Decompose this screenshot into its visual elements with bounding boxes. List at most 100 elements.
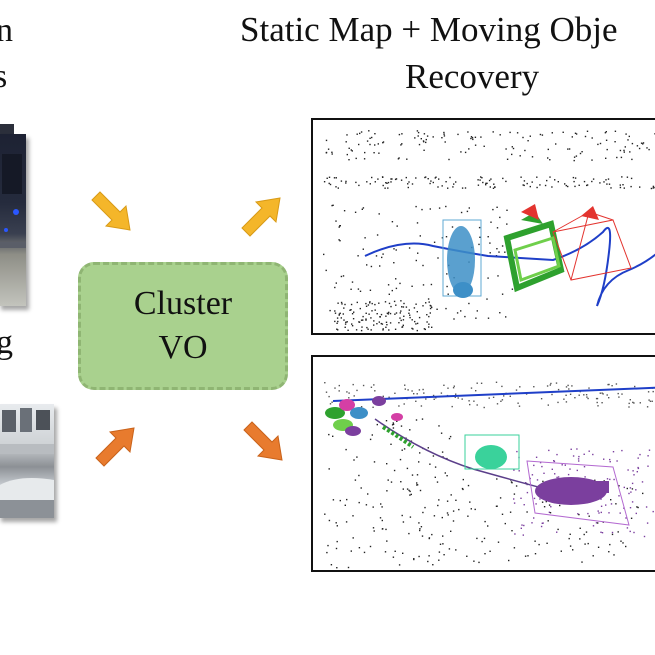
point: [384, 551, 387, 553]
point: [346, 134, 348, 136]
point: [454, 396, 456, 398]
point: [583, 453, 585, 455]
point: [395, 249, 397, 251]
point: [428, 326, 430, 328]
point: [536, 186, 538, 189]
point: [390, 178, 392, 180]
point: [326, 177, 328, 179]
point: [394, 392, 396, 394]
point: [414, 320, 416, 323]
point: [425, 141, 427, 144]
point: [637, 466, 639, 469]
point: [568, 148, 571, 150]
point: [386, 312, 389, 314]
point: [409, 516, 412, 518]
point: [416, 130, 419, 132]
point: [405, 176, 407, 179]
point: [601, 532, 604, 534]
point: [579, 527, 581, 529]
point: [468, 302, 470, 305]
arrow-up-right-icon: [95, 427, 135, 467]
point: [382, 395, 384, 397]
point: [603, 181, 605, 183]
point: [394, 550, 396, 552]
point: [424, 506, 426, 509]
point: [330, 564, 333, 566]
point: [466, 555, 468, 557]
point: [561, 464, 563, 466]
point: [445, 181, 447, 183]
point: [512, 147, 515, 150]
point: [483, 145, 485, 147]
point: [417, 135, 419, 137]
point: [622, 542, 624, 544]
point: [397, 158, 400, 160]
point: [587, 512, 589, 515]
point: [577, 458, 580, 460]
point: [485, 184, 487, 186]
point: [369, 302, 371, 304]
point: [346, 153, 348, 156]
point: [423, 392, 425, 394]
point: [332, 435, 334, 437]
point: [447, 293, 449, 295]
point: [513, 498, 515, 500]
point: [630, 185, 632, 188]
point: [359, 290, 362, 292]
point: [505, 316, 507, 318]
point: [357, 288, 360, 290]
point: [601, 402, 603, 404]
point: [415, 177, 417, 179]
output-title-line-2: Recovery: [405, 57, 540, 96]
point: [524, 555, 527, 557]
point: [402, 319, 405, 321]
point: [586, 184, 589, 186]
point: [565, 184, 567, 187]
point: [325, 269, 327, 272]
point: [597, 510, 599, 512]
static-map-panel: [311, 118, 655, 335]
point: [570, 448, 572, 450]
point: [333, 177, 336, 179]
point: [387, 313, 389, 315]
point: [334, 312, 337, 314]
point: [649, 400, 652, 402]
point: [451, 405, 453, 408]
point: [549, 384, 551, 386]
point: [445, 236, 448, 238]
point: [381, 506, 383, 508]
point: [621, 393, 623, 395]
point: [631, 142, 634, 145]
night-scene-details: [0, 154, 26, 248]
point: [523, 504, 525, 506]
point: [477, 179, 479, 181]
point: [629, 151, 631, 153]
point: [529, 185, 531, 188]
point: [586, 130, 589, 132]
point: [420, 405, 423, 407]
point: [505, 180, 507, 183]
point: [516, 132, 519, 134]
point: [365, 302, 367, 305]
point: [510, 481, 513, 483]
point: [531, 156, 534, 158]
point: [323, 181, 326, 183]
point: [428, 315, 430, 318]
point: [327, 148, 330, 150]
point: [331, 153, 333, 155]
point: [340, 180, 343, 182]
point: [446, 500, 449, 502]
point: [455, 549, 457, 551]
point: [635, 512, 637, 515]
point: [428, 301, 430, 303]
point: [467, 131, 469, 133]
point: [369, 137, 371, 139]
point: [591, 159, 593, 161]
point: [357, 255, 359, 257]
point: [464, 187, 467, 189]
point: [391, 221, 394, 223]
point: [646, 522, 649, 524]
point: [633, 402, 635, 404]
point: [367, 304, 370, 306]
point: [601, 392, 603, 394]
